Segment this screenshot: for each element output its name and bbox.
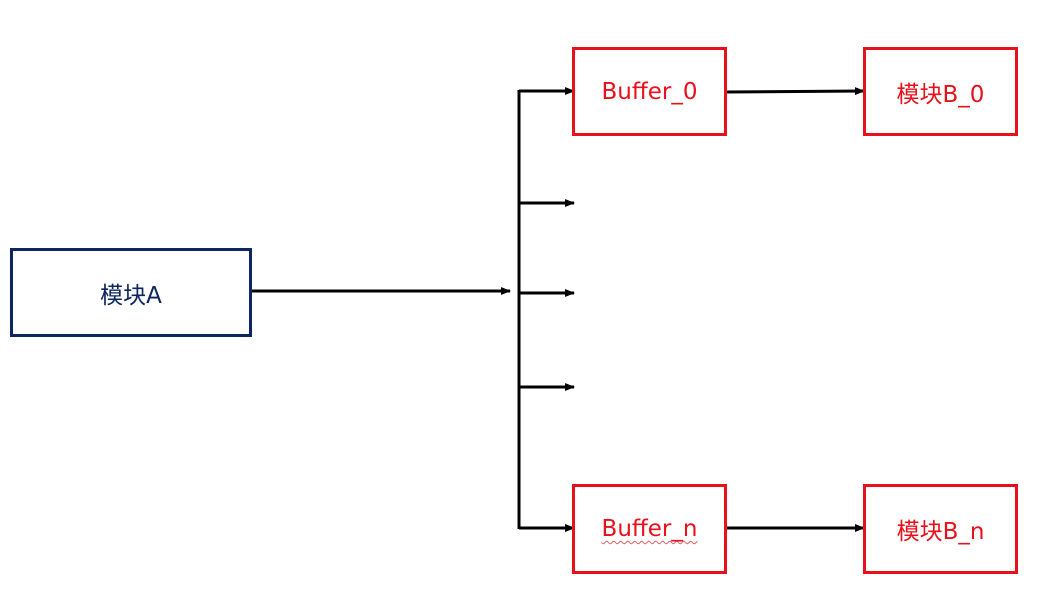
- node-buffer-0: Buffer_0: [572, 47, 727, 136]
- node-buffer-n-label: Buffer_n: [601, 516, 698, 542]
- arrow-buffer-0-to-module-b-0: [726, 87, 865, 96]
- node-module-a-label: 模块A: [100, 282, 162, 309]
- node-module-b-n: 模块B_n: [863, 484, 1018, 574]
- node-module-b-0-label: 模块B_0: [896, 81, 985, 108]
- node-module-a: 模块A: [10, 248, 252, 337]
- node-buffer-n: Buffer_n: [572, 484, 727, 574]
- node-buffer-0-label: Buffer_0: [601, 78, 698, 105]
- node-module-b-n-label: 模块B_n: [896, 519, 985, 545]
- node-module-b-0: 模块B_0: [863, 47, 1018, 136]
